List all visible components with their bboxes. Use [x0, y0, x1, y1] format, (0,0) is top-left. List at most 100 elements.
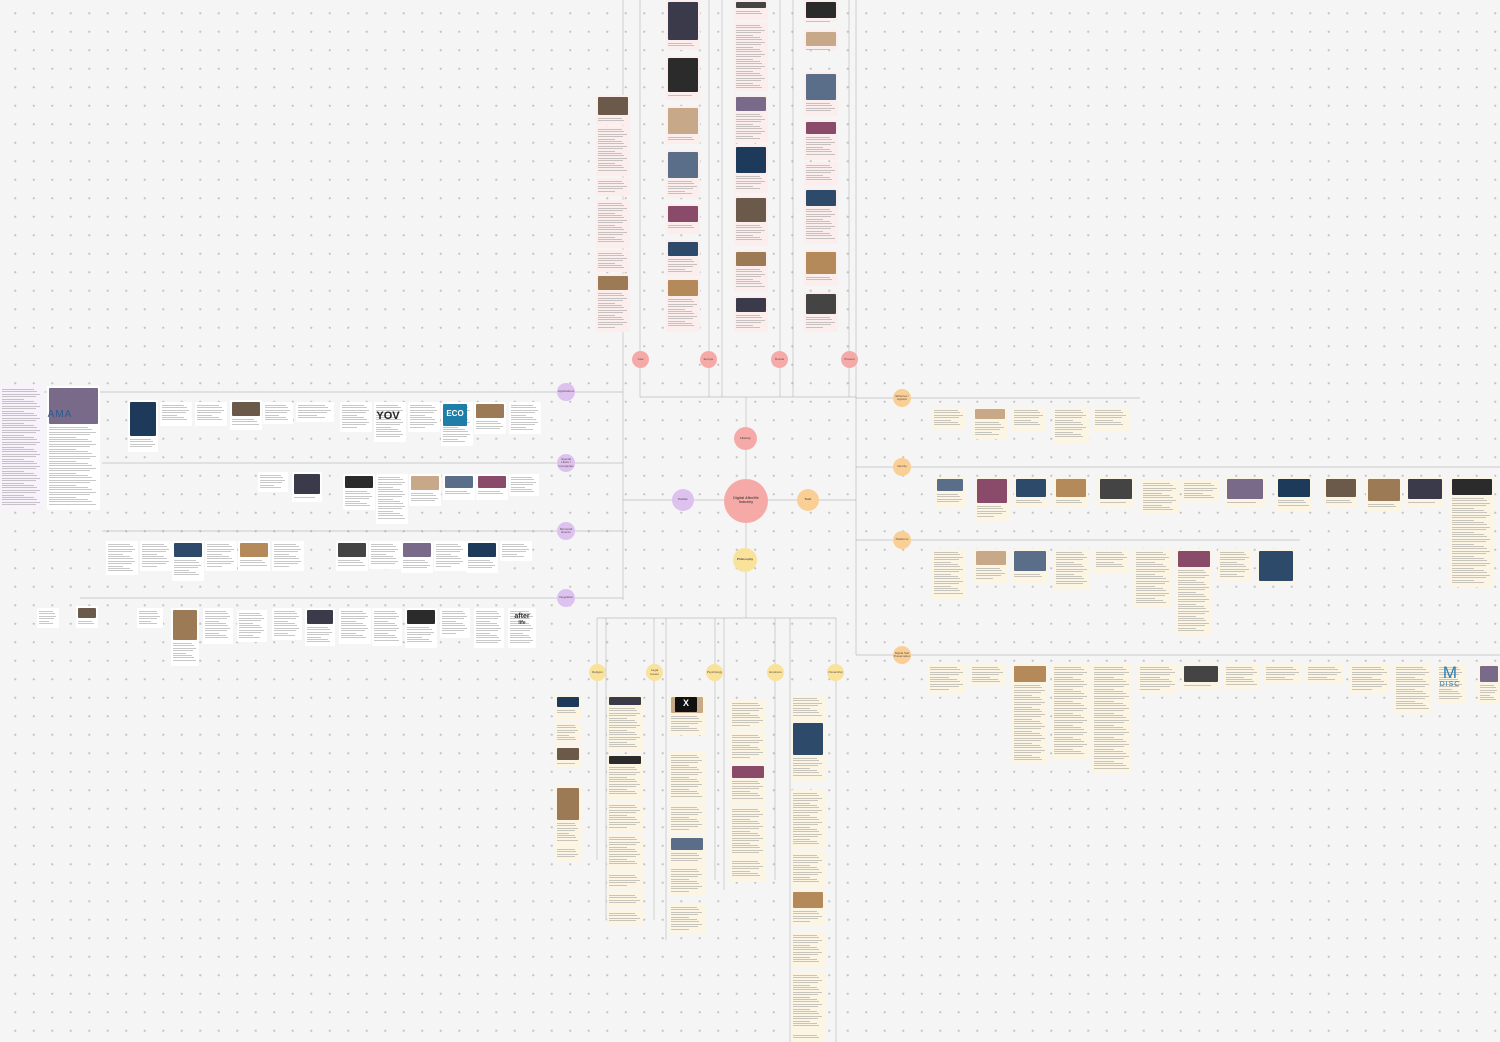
note-card[interactable] [172, 541, 204, 581]
note-card[interactable] [47, 386, 100, 510]
note-card[interactable] [1224, 664, 1260, 690]
note-card[interactable] [730, 732, 766, 762]
note-card[interactable] [734, 22, 768, 92]
note-card[interactable] [734, 0, 768, 20]
note-card[interactable] [1052, 664, 1090, 760]
central-node[interactable]: Digital Afterlife Industry [724, 479, 768, 523]
note-card[interactable] [1276, 477, 1312, 511]
note-card[interactable] [466, 541, 498, 573]
note-card[interactable] [1012, 407, 1046, 431]
form-sub-node[interactable]: Special Hosts / Companies [557, 454, 575, 472]
note-card[interactable] [272, 541, 304, 571]
note-card[interactable] [932, 407, 966, 429]
note-card[interactable] [376, 474, 408, 524]
note-card[interactable] [508, 608, 536, 648]
note-card[interactable] [369, 541, 401, 569]
note-card[interactable] [555, 746, 581, 768]
note-card[interactable] [804, 0, 838, 22]
note-card[interactable] [443, 474, 475, 500]
branch-node-philosophy[interactable]: Philosophy [733, 548, 757, 572]
note-card[interactable] [734, 145, 768, 193]
history-sub-node[interactable]: Russia [771, 351, 788, 368]
note-card[interactable] [1306, 664, 1344, 684]
note-card[interactable] [791, 790, 825, 850]
note-card[interactable] [1054, 549, 1090, 589]
note-card[interactable] [596, 200, 630, 248]
note-card[interactable] [1182, 664, 1220, 690]
note-card[interactable] [935, 477, 965, 507]
note-card[interactable] [296, 402, 334, 422]
note-card[interactable] [666, 240, 700, 276]
note-card[interactable] [928, 664, 966, 694]
branch-node-tech[interactable]: Tech [797, 489, 819, 511]
note-card[interactable] [730, 806, 766, 858]
note-card[interactable] [374, 402, 406, 442]
form-sub-node[interactable]: Integration [557, 589, 575, 607]
note-card[interactable] [596, 250, 630, 272]
note-card[interactable] [791, 852, 825, 888]
note-card[interactable] [607, 695, 643, 751]
note-card[interactable] [804, 120, 838, 160]
note-card[interactable] [1350, 664, 1390, 694]
note-card[interactable] [171, 608, 199, 666]
note-card[interactable] [555, 846, 581, 862]
note-card[interactable] [258, 472, 288, 492]
note-card[interactable] [970, 664, 1006, 686]
note-card[interactable] [804, 162, 838, 186]
note-card[interactable] [555, 695, 581, 719]
note-card[interactable] [932, 549, 966, 599]
note-card[interactable] [975, 477, 1009, 521]
note-card[interactable] [607, 802, 643, 832]
philosophy-sub-node[interactable]: Religion [589, 664, 606, 681]
note-card[interactable] [238, 541, 270, 571]
note-card[interactable] [1182, 480, 1220, 502]
note-card[interactable] [734, 196, 768, 246]
note-card[interactable] [440, 608, 470, 638]
tech-sub-node[interactable]: Digital Self Preservation [893, 646, 911, 664]
note-card[interactable] [76, 606, 98, 628]
note-card[interactable] [372, 608, 402, 646]
note-card[interactable] [666, 0, 700, 50]
note-card[interactable] [474, 402, 506, 434]
note-card[interactable] [734, 95, 768, 143]
note-card[interactable] [160, 402, 192, 426]
note-card[interactable] [596, 178, 630, 196]
branch-node-history[interactable]: History [734, 427, 757, 450]
note-card[interactable] [474, 608, 504, 648]
note-card[interactable] [804, 292, 838, 332]
note-card[interactable] [730, 858, 766, 882]
note-card[interactable] [1225, 477, 1265, 507]
note-card[interactable] [607, 872, 643, 890]
note-card[interactable] [500, 541, 532, 561]
note-card[interactable] [669, 866, 705, 896]
note-card[interactable] [405, 608, 437, 648]
philosophy-sub-node[interactable]: Legal Issues [646, 664, 663, 681]
form-sub-node[interactable]: Applications [557, 383, 575, 401]
note-card[interactable] [666, 204, 700, 234]
note-card[interactable] [305, 608, 335, 646]
note-card[interactable] [974, 549, 1008, 583]
note-card[interactable] [734, 296, 768, 332]
note-card[interactable] [555, 722, 581, 744]
note-card[interactable] [596, 95, 630, 125]
note-card[interactable] [401, 541, 433, 573]
note-card[interactable] [669, 904, 705, 934]
history-sub-node[interactable]: Present [841, 351, 858, 368]
note-card[interactable] [1406, 477, 1444, 507]
note-card[interactable] [555, 786, 581, 846]
note-card[interactable] [596, 274, 630, 332]
branch-node-form[interactable]: Forms [672, 489, 694, 511]
note-card[interactable] [804, 30, 838, 50]
note-card[interactable] [596, 126, 630, 176]
note-card[interactable] [128, 400, 158, 452]
note-card[interactable] [730, 700, 766, 730]
note-card[interactable] [237, 610, 267, 642]
note-card[interactable] [1264, 664, 1302, 684]
note-card[interactable] [804, 72, 838, 116]
note-card[interactable] [1218, 549, 1252, 581]
note-card[interactable] [509, 402, 541, 434]
note-card[interactable] [791, 695, 825, 721]
note-card[interactable] [669, 752, 705, 802]
note-card[interactable] [607, 910, 643, 926]
